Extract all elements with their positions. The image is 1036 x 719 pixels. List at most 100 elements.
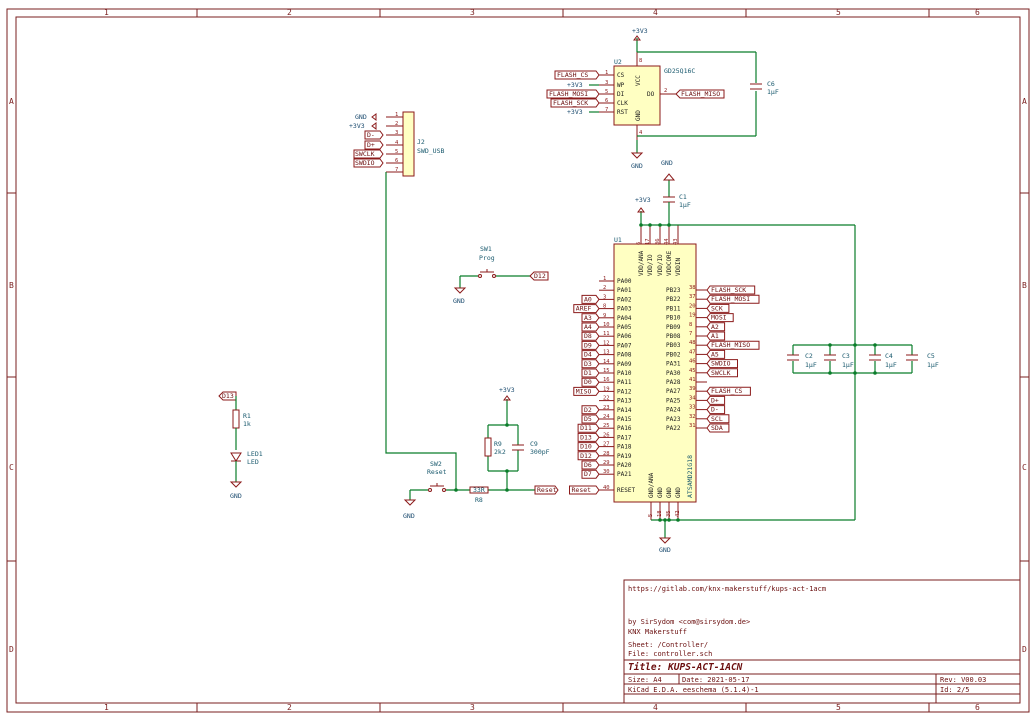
u1-net-label: AREF [576, 305, 592, 313]
u1-pin-name: PA22 [666, 425, 681, 432]
u1-net-label: SDA [711, 424, 723, 432]
net-d13: D13 [222, 392, 234, 400]
u1-pin-number: 25 [603, 423, 610, 429]
c5-capacitor[interactable]: C5 1µF [906, 352, 939, 369]
u1-net-label: FLASH_SCK [711, 286, 746, 294]
u1-net-label-box [706, 414, 730, 424]
r1-reference: R1 [243, 412, 251, 420]
r9-resistor[interactable]: R9 2k2 [484, 437, 506, 457]
r1-value: 1k [243, 420, 251, 428]
u1-pin-number: 27 [603, 442, 610, 448]
power-gnd: GND [453, 297, 465, 305]
u1-net-label: SWDIO [711, 360, 731, 368]
u1-net-label-box [581, 405, 600, 415]
u1-pin-name: PA00 [617, 278, 632, 285]
u2-pin-name: CS [617, 72, 625, 79]
u1-pin-number: 30 [603, 469, 610, 475]
u1-net-label-box [581, 331, 600, 341]
u1-pin-number: 26 [603, 432, 610, 438]
j2-pin-num: 2 [395, 121, 398, 127]
u1-pin-number: 11 [603, 331, 610, 337]
u1-net-label-box [577, 451, 600, 461]
u1-net-label: D2 [584, 406, 592, 414]
u1-pin-name: PA17 [617, 434, 632, 441]
u1-net-label: D13 [580, 433, 592, 441]
led1-reference: LED1 [247, 450, 263, 458]
u1-pin-number: 17 [645, 238, 651, 245]
u1-pin-number: 22 [603, 396, 610, 402]
u1-pin-number: 10 [603, 322, 610, 328]
u1-net-label: FLASH_MISO [711, 341, 750, 349]
r8-resistor[interactable]: 33R R8 [469, 486, 489, 504]
sheet-path: Sheet: /Controller/ [628, 641, 708, 649]
u2-pin-name: CLK [617, 100, 628, 107]
row-label: B [9, 281, 14, 290]
c2-capacitor[interactable]: C2 1µF [787, 352, 817, 369]
u1-pin-name: PA16 [617, 425, 632, 432]
u1-net-label-box [706, 423, 730, 433]
j2-swd-usb-connector[interactable]: J2 SWD_USB 1 2 3 4 5 6 7 GND +3V3 D- D+ … [349, 111, 444, 177]
c3-capacitor[interactable]: C3 1µF [824, 352, 854, 369]
u1-pin-name: PA21 [617, 471, 632, 478]
u1-net-label: SWCLK [711, 369, 731, 377]
u1-net-label-box [577, 432, 600, 442]
u1-net-label: D+ [711, 396, 719, 404]
c9-capacitor[interactable]: C9 300pF [512, 440, 550, 456]
u2-gnd-name: GND [635, 110, 642, 121]
u1-pin-name: PB22 [666, 296, 681, 303]
c6-capacitor[interactable]: C6 1µF [750, 80, 779, 96]
u2-flash-chip[interactable]: U2 GD25Q16C 1 3 5 6 7 CS WP DI CLK RST 8… [599, 52, 695, 140]
u1-pin-name: PB10 [666, 315, 681, 322]
c5-reference: C5 [927, 352, 935, 360]
sw2-value: Reset [427, 468, 447, 476]
c1-capacitor[interactable]: C1 1µF GND [661, 159, 691, 225]
u1-net-label: D12 [580, 452, 592, 460]
r8-reference: R8 [475, 496, 483, 504]
power-gnd: GND [631, 162, 643, 170]
u1-net-label: MISO [576, 387, 592, 395]
c4-value: 1µF [885, 361, 897, 369]
c3-reference: C3 [842, 352, 850, 360]
j2-net-dplus: D+ [367, 141, 375, 149]
u1-pin-name: PB08 [666, 333, 681, 340]
j2-pin-num: 5 [395, 149, 398, 155]
u1-net-label-box [706, 359, 738, 369]
border-coordinates: 1 2 3 4 5 6 1 2 3 4 5 6 A B C D A B C D [9, 8, 1027, 712]
u1-net-label: D8 [584, 332, 592, 340]
u1-net-label-box [573, 386, 600, 396]
u1-net-label: MOSI [711, 314, 727, 322]
u1-pin-number: 35 [666, 510, 672, 517]
u1-pin-number: 34 [689, 395, 696, 401]
u2-wiring [589, 38, 757, 153]
sw2-reset-switch[interactable]: SW2 Reset [427, 460, 447, 492]
u1-net-label-box [581, 340, 600, 350]
c5-value: 1µF [927, 361, 939, 369]
sw1-prog-switch[interactable]: SW1 Prog GND D12 [453, 245, 549, 305]
power-3v3: +3V3 [635, 196, 651, 204]
row-label: A [9, 97, 14, 106]
c4-capacitor[interactable]: C4 1µF [869, 352, 897, 369]
r1-led1-circuit[interactable]: D13 R1 1k LED1 LED GND [218, 391, 263, 500]
c6-value: 1µF [767, 88, 779, 96]
col-label: 6 [975, 8, 980, 17]
u2-pin-num: 3 [605, 80, 608, 86]
row-label: D [9, 645, 14, 654]
j2-net-dminus: D- [367, 131, 375, 139]
j2-pin-num: 1 [395, 112, 398, 118]
col-label: 2 [287, 703, 292, 712]
u1-pin-number: 24 [603, 414, 610, 420]
j2-net-swdio: SWDIO [355, 159, 375, 167]
u1-pin-number: 19 [603, 386, 610, 392]
u2-vcc-name: VCC [635, 75, 642, 86]
u1-pin-number: 41 [689, 377, 696, 383]
net-flash-mosi: FLASH_MOSI [549, 90, 588, 98]
u1-pin-name: PA18 [617, 444, 632, 451]
reset-circuit-wiring [385, 172, 535, 500]
c3-value: 1µF [842, 361, 854, 369]
u1-pin-name: PA03 [617, 306, 632, 313]
u1-pin-name: VDD/IO [647, 254, 654, 276]
u1-net-label-box [706, 331, 726, 341]
col-label: 3 [470, 8, 475, 17]
sheet-id: Id: 2/5 [940, 686, 970, 694]
